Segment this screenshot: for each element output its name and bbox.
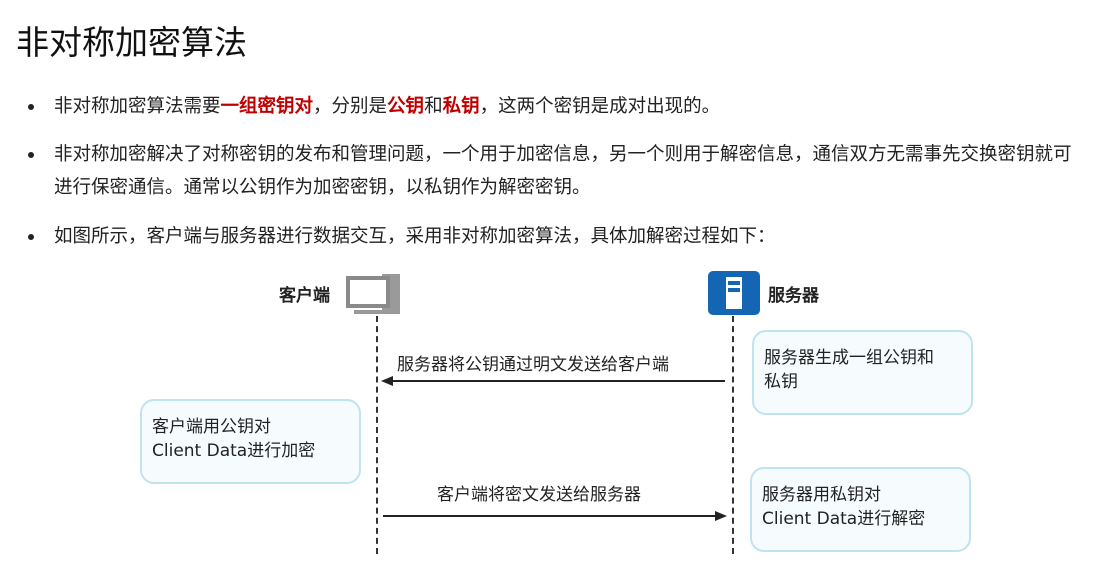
bullet-text: ，分别是 [313,96,388,117]
page-title: 非对称加密算法 [16,23,247,62]
bullet-text: 非对称加密解决了对称密钥的发布和管理问题，一个用于加密信息，另一个则用于解密信息… [54,144,1072,198]
arrow-to-server [383,515,717,517]
server-lifeline [732,316,734,554]
client-lifeline [376,316,378,554]
emphasis-text: 一组密钥对 [220,96,314,117]
bullet-text: 如图所示，客户端与服务器进行数据交互，采用非对称加密算法，具体加解密过程如下： [54,226,776,247]
box-line: 私钥 [764,372,798,392]
bullet-item: 非对称加密算法需要一组密钥对，分别是公钥和私钥，这两个密钥是成对出现的。 [28,90,1088,123]
client-encrypt-box: 客户端用公钥对 Client Data进行加密 [140,399,361,484]
bullet-item: 如图所示，客户端与服务器进行数据交互，采用非对称加密算法，具体加解密过程如下： [28,220,1088,253]
message-label: 客户端将密文发送给服务器 [437,485,641,505]
computer-icon [346,274,400,314]
server-label: 服务器 [768,286,819,306]
server-icon [708,271,760,315]
bullet-text: ，这两个密钥是成对出现的。 [479,96,721,117]
emphasis-text: 私钥 [442,96,480,117]
bullet-dot [28,104,34,110]
bullet-dot [28,152,34,158]
arrowhead-left-icon [381,376,393,386]
server-generate-keys-box: 服务器生成一组公钥和 私钥 [752,330,973,415]
box-line: Client Data进行解密 [762,509,926,529]
message-label: 服务器将公钥通过明文发送给客户端 [397,355,669,375]
client-label: 客户端 [279,286,330,306]
arrowhead-right-icon [715,511,727,521]
bullet-item: 非对称加密解决了对称密钥的发布和管理问题，一个用于加密信息，另一个则用于解密信息… [28,138,1088,204]
box-line: 服务器生成一组公钥和 [764,348,934,368]
emphasis-text: 公钥 [387,96,425,117]
box-line: 服务器用私钥对 [762,485,881,505]
arrow-to-client [388,380,725,382]
bullet-dot [28,234,34,240]
bullet-text: 和 [424,96,443,117]
server-decrypt-box: 服务器用私钥对 Client Data进行解密 [750,467,971,552]
bullet-text: 非对称加密算法需要 [54,96,221,117]
box-line: Client Data进行加密 [152,441,316,461]
box-line: 客户端用公钥对 [152,417,271,437]
